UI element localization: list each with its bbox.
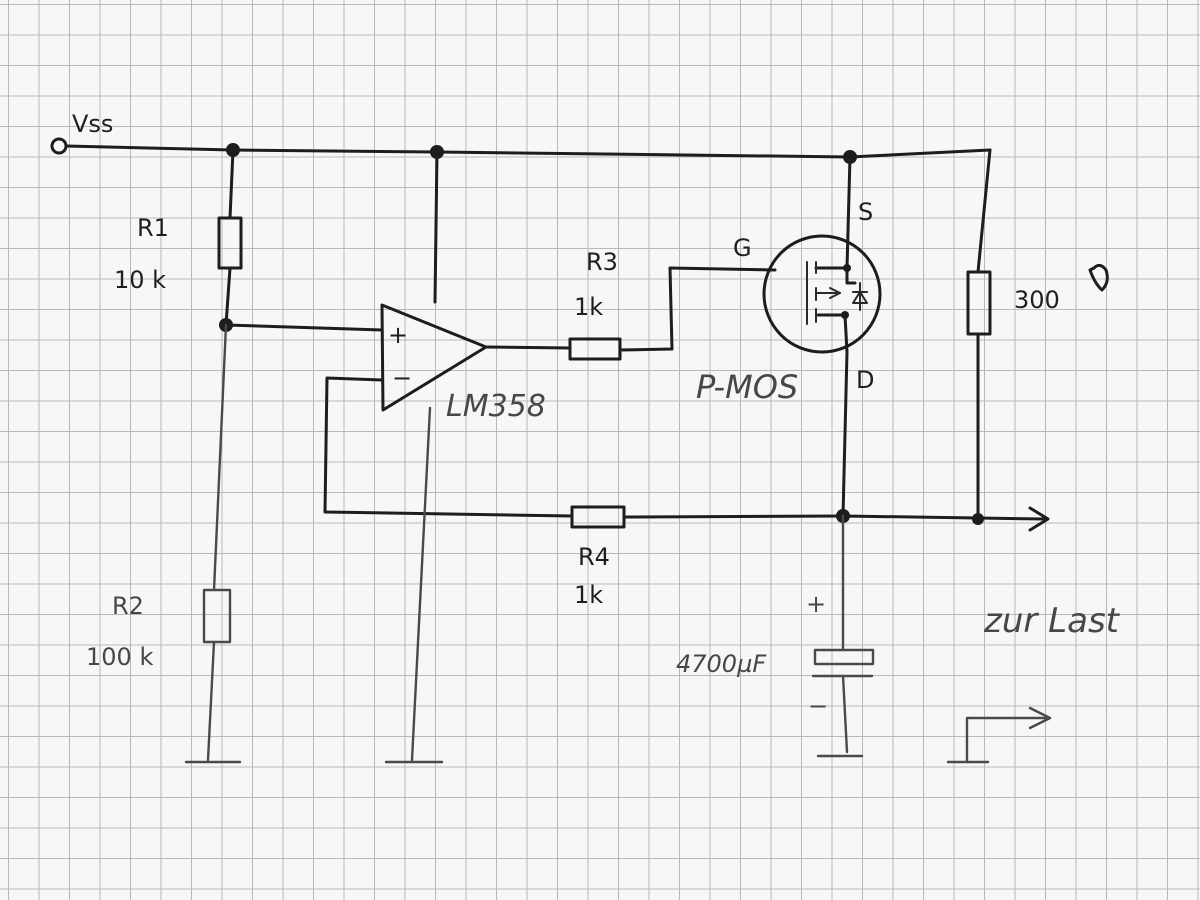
capacitor-branch bbox=[811, 514, 875, 758]
r1-name: R1 bbox=[137, 214, 169, 242]
r4-value: 1k bbox=[574, 581, 603, 609]
r3-name: R3 bbox=[586, 248, 618, 276]
r4-name: R4 bbox=[578, 543, 610, 571]
r2-branch bbox=[184, 323, 242, 764]
gate-label: G bbox=[733, 234, 752, 262]
pmos-circle bbox=[762, 234, 882, 354]
r2-value: 100 k bbox=[86, 643, 153, 671]
r3-body bbox=[568, 337, 622, 361]
supply-label: Vss bbox=[72, 110, 113, 138]
feedback-path bbox=[323, 376, 1050, 532]
r3-resistor bbox=[568, 266, 777, 361]
r2-body bbox=[202, 588, 232, 644]
r5-resistor bbox=[966, 148, 1109, 521]
r2-name: R2 bbox=[112, 592, 144, 620]
opamp-plus-label: + bbox=[388, 321, 408, 349]
ohm-symbol-icon bbox=[1088, 263, 1109, 292]
r1-value: 10 k bbox=[114, 266, 166, 294]
r4-body bbox=[570, 505, 626, 529]
r5-body bbox=[966, 270, 992, 336]
opamp bbox=[380, 150, 572, 412]
capacitor-plus-label: + bbox=[806, 590, 826, 618]
output-label: zur Last bbox=[983, 601, 1121, 641]
capacitor-value: 4700µF bbox=[676, 650, 767, 678]
capacitor-plate-top bbox=[813, 648, 875, 666]
mosfet-type-label: P-MOS bbox=[696, 368, 798, 406]
r3-value: 1k bbox=[574, 293, 603, 321]
opamp-part-label: LM358 bbox=[446, 389, 546, 424]
arrow-right-icon bbox=[1028, 506, 1050, 532]
opamp-triangle bbox=[380, 303, 488, 412]
load-return bbox=[946, 706, 1052, 764]
opamp-ground bbox=[384, 406, 444, 764]
opamp-minus-label: − bbox=[392, 364, 412, 392]
supply-terminal-icon bbox=[50, 137, 68, 155]
drain-label: D bbox=[856, 366, 874, 394]
r1-body bbox=[217, 216, 243, 270]
pmos-transistor bbox=[762, 155, 882, 518]
source-label: S bbox=[858, 198, 873, 226]
arrow-right-icon bbox=[1028, 706, 1052, 730]
capacitor-minus-label: − bbox=[808, 692, 828, 720]
r1-resistor bbox=[217, 148, 384, 332]
r5-value: 300 bbox=[1014, 286, 1060, 314]
